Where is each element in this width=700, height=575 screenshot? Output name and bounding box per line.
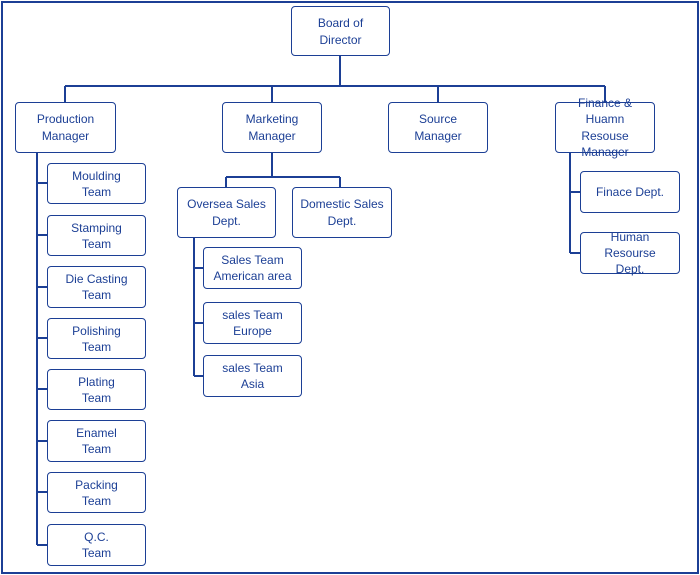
domestic-sales-dept-label: Domestic Sales — [300, 197, 384, 211]
finace-dept-box: Finace Dept. — [580, 171, 680, 213]
moulding-team-label: Moulding — [72, 168, 121, 183]
source-manager-label-2: Manager — [414, 129, 462, 143]
stamping-team-label: Stamping — [71, 220, 122, 235]
qc-team-label: Q.C. — [84, 530, 109, 544]
board-of-director-label-2: Director — [319, 32, 362, 47]
board-of-director-box: Board of Director — [291, 6, 390, 56]
domestic-sales-dept-label-2: Dept. — [327, 214, 357, 228]
marketing-manager-label: Marketing — [245, 112, 299, 126]
die-casting-team-label-2: Team — [81, 288, 112, 302]
polishing-team-label: Polishing — [72, 323, 121, 338]
human-resourse-dept-label: Human Resourse — [604, 230, 656, 260]
finance-manager-label: Finance & Huamn — [577, 96, 633, 126]
enamel-team-label: Enamel — [76, 426, 117, 440]
sales-team-europe-label: sales Team — [222, 308, 283, 322]
die-casting-team-label: Die Casting — [65, 272, 128, 286]
finance-manager-label-2: Resouse Manager — [581, 129, 629, 159]
packing-team-label: Packing — [75, 477, 118, 492]
board-of-director-label: Board of — [317, 15, 364, 30]
finace-dept-label: Finace Dept. — [595, 185, 665, 199]
polishing-team-label-2: Team — [81, 339, 112, 354]
packing-team-label-2: Team — [81, 493, 112, 508]
plating-team-label-2: Team — [81, 390, 112, 405]
moulding-team-label-2: Team — [81, 184, 112, 199]
oversea-sales-dept-label-2: Dept. — [212, 214, 241, 228]
sales-team-europe-label-2: Europe — [233, 324, 272, 338]
human-resourse-dept-label-2: Dept. — [615, 262, 645, 276]
qc-team-label-2: Team — [81, 546, 112, 560]
plating-team-label: Plating — [78, 374, 115, 389]
production-manager-label-2: Manager — [41, 129, 90, 143]
production-manager-label: Production — [36, 112, 95, 126]
enamel-team-label-2: Team — [81, 442, 112, 456]
source-manager-label: Source — [418, 112, 458, 126]
sales-team-american-label: Sales Team — [221, 253, 284, 267]
sales-team-asia-label-2: Asia — [240, 377, 265, 391]
marketing-manager-label-2: Manager — [248, 129, 296, 143]
qc-team-box: Q.C. Team — [47, 524, 146, 566]
stamping-team-label-2: Team — [81, 236, 112, 251]
oversea-sales-dept-label: Oversea Sales — [187, 197, 266, 211]
sales-team-asia-label: sales Team — [222, 361, 283, 375]
sales-team-american-label-2: American area — [213, 269, 292, 283]
